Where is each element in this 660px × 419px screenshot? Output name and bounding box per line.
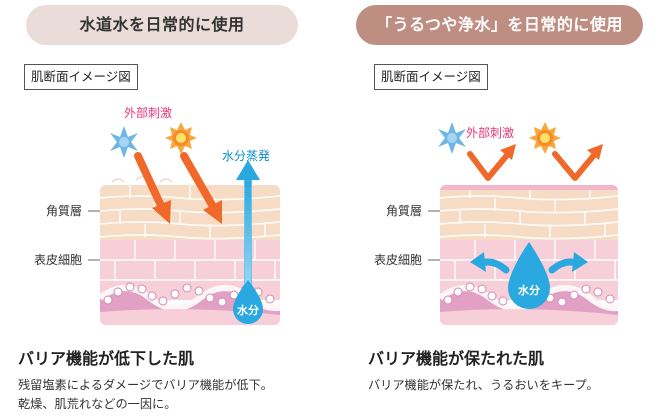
left-epidermis-label: 表皮細胞	[34, 253, 83, 267]
right-skin-diagram: 外部刺激 角質層 表皮細胞 水分	[330, 90, 660, 340]
orange-arrow-icon	[500, 144, 516, 160]
right-panel: 「うるつや浄水」を日常的に使用 肌断面イメージ図	[330, 0, 660, 419]
left-skin-diagram: 外部刺激 水分蒸発 角質層 表皮細胞 水分	[0, 90, 330, 340]
right-desc-line1: バリア機能が保たれ、うるおいをキープ。	[368, 378, 599, 392]
blue-arrow-icon	[548, 252, 588, 274]
orange-sun-burst-icon	[529, 122, 561, 154]
left-evaporation-label: 水分蒸発	[222, 149, 271, 163]
left-desc-line2: 乾燥、肌荒れなどの一因に。	[18, 397, 177, 411]
right-header: 「うるつや浄水」を日常的に使用	[356, 5, 643, 45]
right-water-label: 水分	[518, 284, 540, 297]
right-stratum-label: 角質層	[386, 204, 423, 218]
right-description: バリア機能が保たれ、うるおいをキープ。	[368, 376, 660, 395]
orange-arrow-icon	[180, 152, 222, 224]
right-image-label: 肌断面イメージ図	[374, 64, 488, 90]
orange-arrow-icon	[552, 151, 598, 181]
left-panel: 水道水を日常的に使用 肌断面イメージ図	[0, 5, 330, 414]
orange-arrow-icon	[134, 152, 171, 224]
left-description: 残留塩素によるダメージでバリア機能が低下。 乾燥、肌荒れなどの一因に。	[18, 376, 330, 414]
left-water-label: 水分	[237, 304, 259, 317]
right-epidermis-label: 表皮細胞	[374, 253, 423, 267]
right-title: バリア機能が保たれた肌	[368, 349, 545, 368]
left-desc-line1: 残留塩素によるダメージでバリア機能が低下。	[18, 378, 273, 392]
right-skin-svg	[428, 122, 618, 325]
water-drop-icon	[508, 242, 550, 309]
left-title: バリア機能が低下した肌	[18, 349, 195, 368]
left-image-label: 肌断面イメージ図	[24, 64, 138, 90]
orange-arrow-icon	[467, 151, 511, 181]
left-skin-svg	[88, 122, 280, 325]
left-header: 水道水を日常的に使用	[26, 5, 298, 45]
orange-arrow-icon	[587, 144, 603, 160]
blue-star-burst-icon	[110, 126, 138, 158]
blue-arrow-icon	[236, 160, 260, 318]
orange-sun-burst-icon	[165, 122, 197, 154]
blue-arrow-icon	[470, 252, 510, 274]
blue-star-burst-icon	[438, 122, 466, 154]
right-stimulus-label: 外部刺激	[466, 126, 515, 140]
left-stratum-label: 角質層	[46, 204, 83, 218]
water-drop-icon	[233, 280, 263, 324]
left-stimulus-label: 外部刺激	[124, 106, 173, 120]
